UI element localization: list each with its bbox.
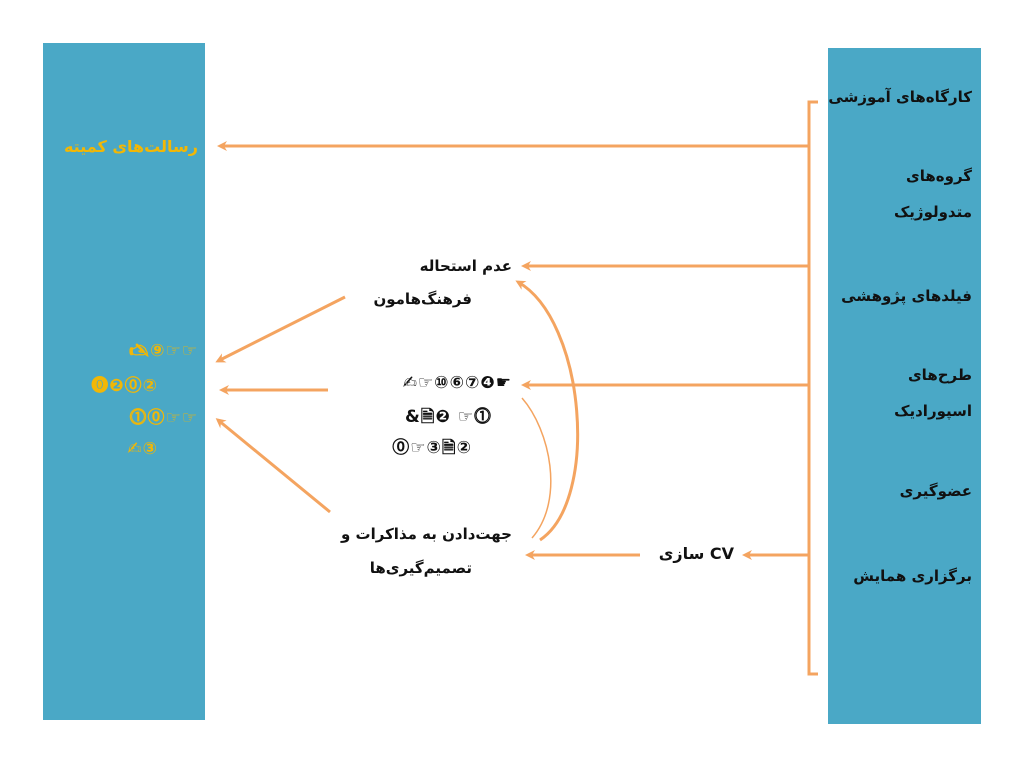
arrow-node1-left [215,295,346,363]
left-symbol-row-4: ✍③ [127,439,158,459]
right-item-research-fields: فیلدهای پژوهشی [841,287,972,305]
left-panel-title: رسالت‌های کمیته [63,137,198,156]
right-item-workshops: کارگاه‌های آموزشی [828,88,972,106]
left-symbol-row-2: ⓿❷⓪② [91,376,158,396]
right-item-methodology: متدولوژیک [893,203,972,221]
right-item-conference: برگزاری همایش [853,567,972,585]
node2-line3: ⓪☞③🗎② [392,438,472,458]
right-item-groups: گروه‌های [905,167,972,185]
node1-line2: فرهنگ‌هامون [373,290,472,308]
arrow-node3-left [215,418,331,514]
right-item-membership: عضوگیری [899,482,972,500]
node1-line1: عدم استحاله [419,257,512,275]
left-symbol-row-3: ⓵⓪☞☞ [129,408,198,428]
curve-node3-to-node2 [521,397,552,539]
right-item-projects: طرح‌های [907,366,972,384]
node3-line2: تصمیم‌گیری‌ها [369,559,472,577]
node2-line1: ✍☞⑩⑥⑦❹☛ [402,373,512,393]
left-panel [43,43,205,720]
right-panel [828,48,981,724]
left-symbol-row-1: 🖎⑨☞☞ [128,341,198,361]
node3-line1: جهت‌دادن به مذاکرات و [340,525,512,543]
node2-line2: &🗎❷ ☞⓵ [404,407,492,427]
cv-label: CV سازی [658,544,734,563]
right-item-sporadic: اسپورادیک [894,402,972,420]
right-bracket [807,100,818,676]
curve-node3-to-node1 [515,280,580,542]
